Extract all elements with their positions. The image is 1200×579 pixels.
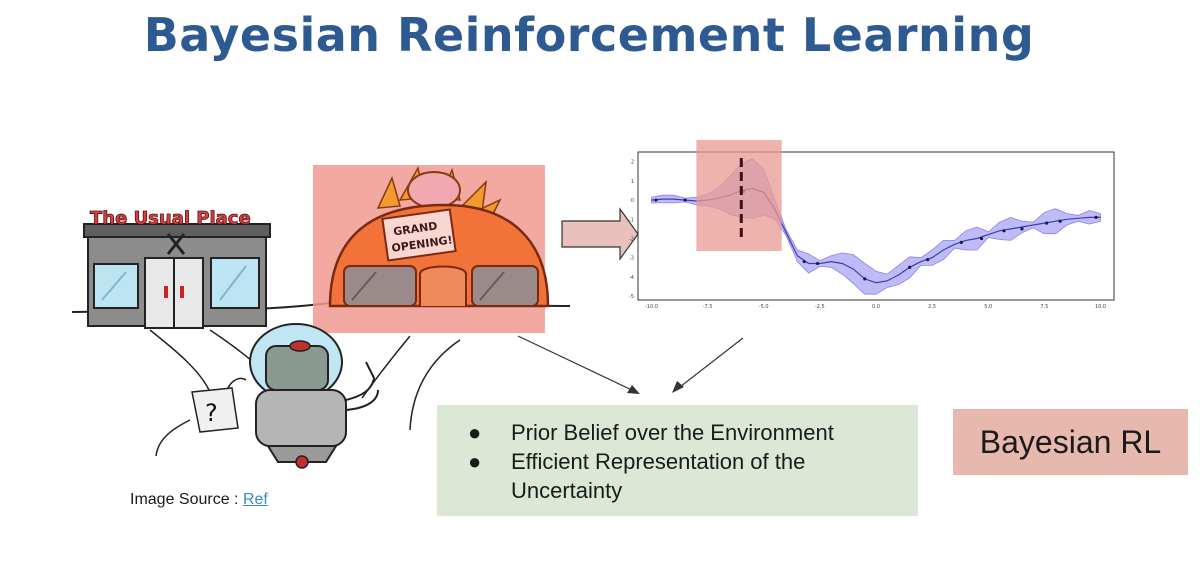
dome-window-left	[343, 265, 417, 307]
bayesian-rl-tag: Bayesian RL	[953, 409, 1188, 475]
window-reflection	[479, 271, 505, 301]
bullet-dot: ●	[468, 420, 482, 445]
observation-point	[816, 261, 820, 266]
robot-body	[255, 389, 347, 447]
y-tick-label: -4	[629, 275, 634, 281]
y-tick-label: -1	[629, 217, 634, 223]
path-line	[149, 329, 211, 393]
bullet-item: ● Efficient Representation of the Uncerta…	[468, 447, 898, 505]
door-handle	[180, 286, 184, 298]
y-tick-label: -5	[629, 294, 634, 300]
question-mark: ?	[205, 399, 218, 427]
observation-point	[802, 259, 806, 264]
grand-opening-restaurant: GRAND OPENING!	[328, 165, 550, 308]
path-line	[155, 419, 191, 457]
bullets-list: ● Prior Belief over the Environment ● Effi…	[468, 418, 898, 505]
y-tick-label: 1	[631, 179, 634, 185]
y-tick-label: -3	[629, 256, 634, 262]
window-reflection	[219, 265, 247, 301]
gp-regression-chart: -10.0 -7.5 -5.0 -2.5 0.0 2.5 5.0 7.5 10.0 2 1 0 -1 -2…	[629, 140, 1115, 310]
observation-point	[863, 277, 867, 281]
bullet-text: Efficient Representation of the Uncertai…	[511, 449, 806, 503]
source-prefix: Image Source :	[130, 491, 243, 508]
arrowhead	[627, 385, 640, 394]
x-tick-label: 7.5	[1040, 304, 1048, 310]
y-tick-label: -2	[629, 236, 634, 242]
usual-place-roof	[83, 223, 271, 238]
chef-dome-top	[407, 171, 461, 209]
x-tick-label: 2.5	[928, 304, 936, 310]
x-tick-label: 0.0	[872, 304, 880, 310]
arrow-to-bullets	[517, 335, 637, 393]
robot-arm	[345, 389, 379, 411]
observation-point	[1058, 219, 1062, 223]
robot-wheel-light	[295, 455, 309, 469]
dome-door	[419, 265, 467, 306]
robot-agent	[249, 323, 379, 469]
observation-point	[1045, 221, 1049, 225]
window-reflection	[101, 271, 127, 301]
x-tick-label: -10.0	[645, 304, 658, 310]
y-tick-label: 0	[631, 198, 634, 204]
arrowhead	[672, 381, 684, 393]
window-reflection	[351, 271, 377, 301]
bullets-box: ● Prior Belief over the Environment ● Effi…	[437, 405, 918, 516]
image-source: Image Source : Ref	[130, 491, 268, 509]
source-link[interactable]: Ref	[242, 491, 268, 508]
observation-point	[1094, 215, 1098, 219]
question-bubble: ?	[191, 377, 247, 433]
x-tick-label: -7.5	[703, 304, 713, 310]
grand-opening-line1: GRAND	[392, 219, 438, 238]
usual-place-window-right	[210, 257, 260, 309]
usual-place-sign: The Usual Place	[90, 208, 251, 229]
robot-head	[265, 345, 329, 391]
observation-point	[926, 258, 930, 262]
observation-point	[1020, 227, 1024, 231]
bullet-dot: ●	[468, 449, 482, 474]
robot-arm	[345, 361, 376, 401]
highlight-region	[696, 140, 782, 251]
observation-point	[959, 240, 963, 244]
x-tick-label: -2.5	[815, 304, 825, 310]
observation-point	[1002, 229, 1006, 233]
robot-red-light	[289, 340, 311, 352]
dome-window-right	[471, 265, 539, 307]
x-tick-label: 5.0	[984, 304, 992, 310]
bullet-item: ● Prior Belief over the Environment	[468, 418, 898, 447]
usual-place-window-left	[93, 263, 139, 309]
robot-base	[266, 445, 338, 463]
observation-point	[683, 198, 687, 202]
slide-title: Bayesian Reinforcement Learning	[143, 8, 1035, 62]
path-line	[361, 335, 411, 399]
observation-point	[908, 265, 912, 269]
path-line	[409, 339, 461, 431]
fork-knife-icon	[166, 233, 186, 255]
arrow-to-bullets	[675, 337, 744, 391]
right-arrow	[561, 207, 639, 261]
x-tick-label: 10.0	[1095, 304, 1106, 310]
observation-point	[654, 198, 658, 202]
x-tick-label: -5.0	[759, 304, 769, 310]
tag-label: Bayesian RL	[979, 423, 1162, 460]
grand-opening-sign	[381, 208, 457, 262]
usual-place-restaurant: The Usual Place	[83, 208, 271, 329]
y-tick-label: 2	[631, 160, 634, 166]
door-handle	[164, 286, 168, 298]
bullet-text: Prior Belief over the Environment	[511, 420, 834, 445]
observation-point	[979, 236, 984, 241]
